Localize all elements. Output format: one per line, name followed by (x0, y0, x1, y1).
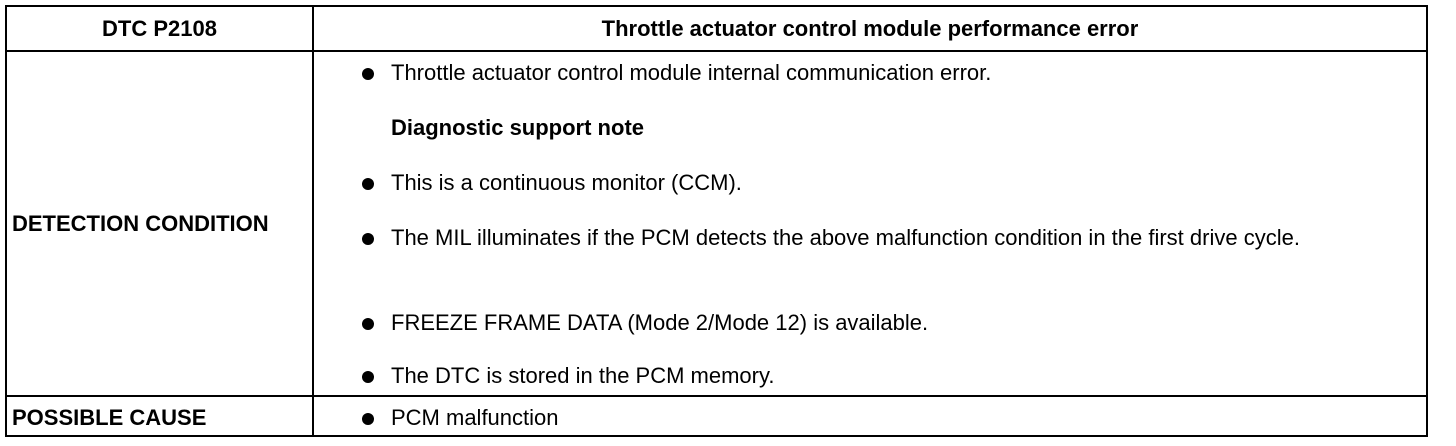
bullet-icon (362, 371, 374, 383)
dtc-code: DTC P2108 (102, 16, 217, 41)
detection-condition-label: DETECTION CONDITION (12, 211, 269, 236)
list-item-text: The MIL illuminates if the PCM detects t… (391, 225, 1300, 250)
dtc-table: DTC P2108 Throttle actuator control modu… (5, 5, 1428, 437)
bullet-icon (362, 233, 374, 245)
column-divider (312, 7, 314, 435)
row-divider (7, 395, 1426, 397)
support-note-heading-text: Diagnostic support note (391, 115, 644, 140)
bullet-icon (362, 178, 374, 190)
bullet-icon (362, 68, 374, 80)
list-item-text: This is a continuous monitor (CCM). (391, 170, 742, 195)
list-item-text: The DTC is stored in the PCM memory. (391, 363, 775, 388)
list-item-text: FREEZE FRAME DATA (Mode 2/Mode 12) is av… (391, 310, 929, 335)
header-divider (7, 50, 1426, 52)
bullet-icon (362, 413, 374, 425)
possible-cause-label: POSSIBLE CAUSE (12, 405, 207, 430)
bullet-icon (362, 318, 374, 330)
list-item-text: Throttle actuator control module interna… (391, 60, 992, 85)
list-item-text: PCM malfunction (391, 405, 559, 430)
dtc-title: Throttle actuator control module perform… (601, 16, 1139, 41)
